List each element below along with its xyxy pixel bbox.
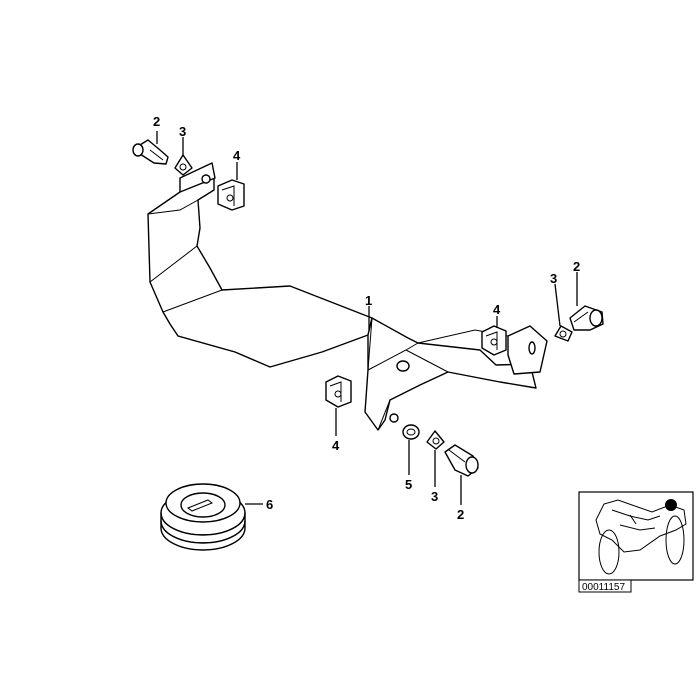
callout-4: 4 [332, 438, 340, 453]
callout-4: 4 [493, 302, 501, 317]
callout-4: 4 [233, 148, 241, 163]
washer-part-3[interactable] [174, 154, 193, 176]
callout-6: 6 [266, 497, 273, 512]
callout-3: 3 [550, 271, 557, 286]
washer-part-3[interactable] [554, 325, 573, 342]
motorcycle-location-icon [595, 499, 687, 575]
reference-number: 00011157 [582, 582, 625, 593]
callout-2: 2 [153, 114, 160, 129]
washer-part-5[interactable] [402, 424, 420, 440]
leader-lines [156, 131, 578, 505]
callout-3: 3 [431, 489, 438, 504]
location-marker [665, 499, 677, 511]
callout-2: 2 [457, 507, 464, 522]
callout-1: 1 [365, 293, 372, 308]
grommet-part-6[interactable] [160, 483, 246, 551]
bolt-part-2[interactable] [444, 444, 479, 477]
callout-3: 3 [179, 124, 186, 139]
washer-part-3[interactable] [426, 430, 445, 450]
bolt-part-2[interactable] [569, 305, 604, 331]
callout-2: 2 [573, 259, 580, 274]
clip-nut-part-4[interactable] [325, 375, 352, 408]
callout-5: 5 [405, 477, 412, 492]
clip-nut-part-4[interactable] [217, 179, 245, 211]
bolt-part-2[interactable] [132, 139, 169, 165]
clip-nut-part-4[interactable] [481, 325, 507, 356]
location-inset: 00011157 [578, 491, 694, 593]
bracket-part-1[interactable] [147, 162, 548, 431]
